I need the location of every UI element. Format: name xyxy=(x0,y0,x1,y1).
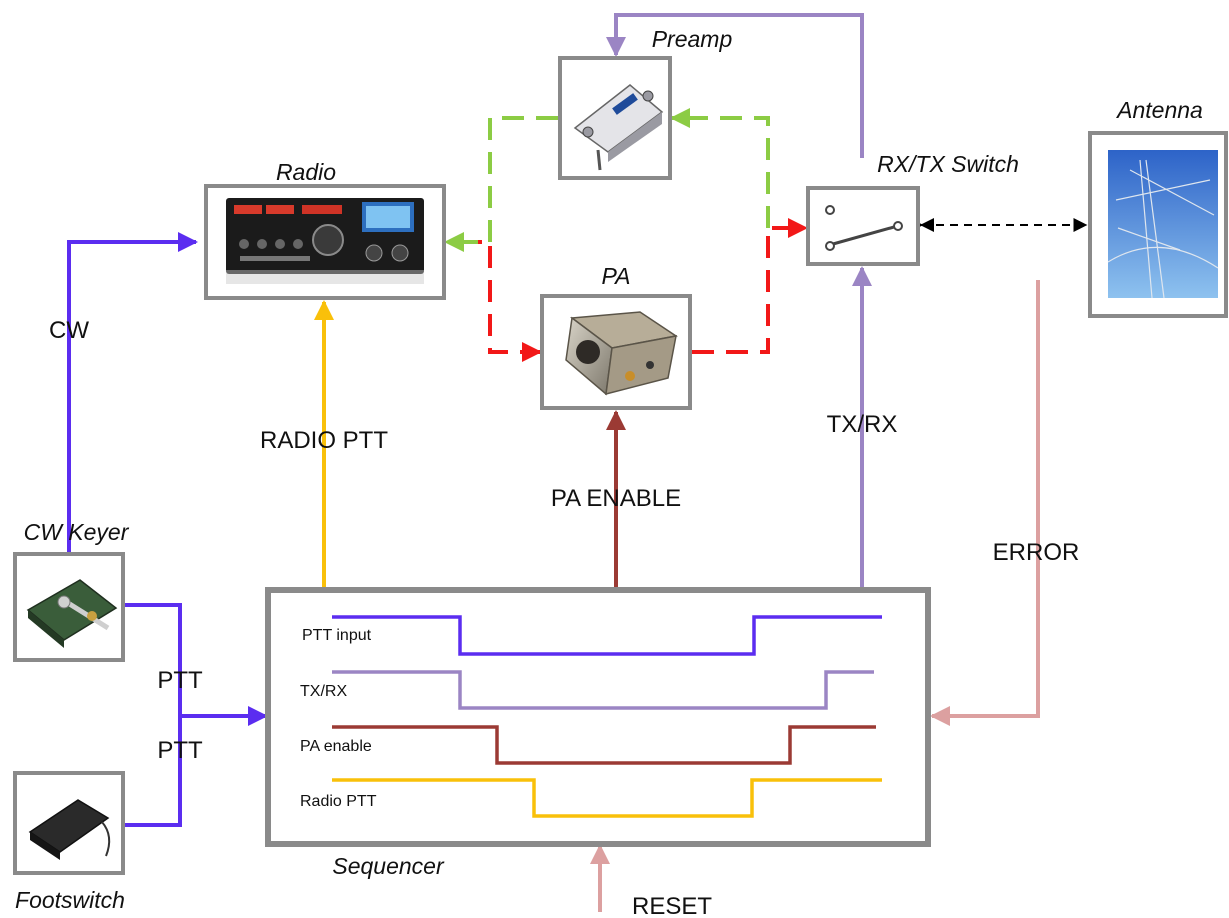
signal-label-cw: CW xyxy=(49,317,89,344)
footswitch-image xyxy=(28,799,111,860)
radio-label: Radio xyxy=(276,159,336,185)
rxtx-switch-block: RX/TX Switch xyxy=(806,151,1019,266)
timing-label-ptt-input: PTT input xyxy=(302,627,372,644)
preamp-control-line xyxy=(606,13,864,158)
signal-label-error: ERROR xyxy=(993,539,1080,566)
signal-label-ptt-footswitch: PTT xyxy=(157,737,203,764)
switch-contact-right xyxy=(893,221,903,231)
signal-label-reset: RESET xyxy=(632,893,712,918)
radio-image xyxy=(226,198,424,284)
timing-trace-tx-rx xyxy=(332,670,874,710)
rf-rx-switch-to-preamp xyxy=(670,108,770,228)
timing-trace-radio-ptt xyxy=(332,778,882,818)
switch-blade xyxy=(832,225,895,246)
signal-label-ptt-keyer: PTT xyxy=(157,667,203,694)
pa-block: PA xyxy=(540,263,692,410)
timing-trace-pa-enable xyxy=(332,725,876,765)
antenna-tower xyxy=(1107,159,1219,299)
switch-pivot xyxy=(825,241,835,251)
timing-label-tx-rx: TX/RX xyxy=(300,683,347,700)
cw-keyer-label: CW Keyer xyxy=(24,519,130,545)
signal-label-radio-ptt: RADIO PTT xyxy=(260,427,388,454)
switch-contact-left xyxy=(825,205,835,215)
antenna-link-left-arrowhead xyxy=(920,218,934,232)
rf-tx-radio-to-pa xyxy=(460,240,542,362)
footswitch-label: Footswitch xyxy=(15,887,125,913)
antenna-label: Antenna xyxy=(1115,97,1203,123)
ptt-keyer-line xyxy=(125,603,182,827)
cw-keyer-block: CW Keyer xyxy=(13,519,130,662)
rf-rx-preamp-to-radio xyxy=(444,116,558,252)
footswitch-block: Footswitch xyxy=(13,771,125,913)
pa-image xyxy=(565,311,678,396)
preamp-block: Preamp xyxy=(558,26,733,180)
timing-trace-ptt-input xyxy=(332,615,882,656)
antenna-image xyxy=(1108,150,1218,298)
cw-line xyxy=(67,232,198,555)
pa-label: PA xyxy=(602,263,631,289)
signal-label-pa-enable: PA ENABLE xyxy=(551,485,681,512)
rxtx-switch-label: RX/TX Switch xyxy=(877,151,1019,177)
sequencer-label: Sequencer xyxy=(332,853,445,879)
timing-label-pa-enable: PA enable xyxy=(300,738,372,755)
sequencer-block: Sequencer PTT input TX/RX PA enable Radi… xyxy=(265,587,931,879)
error-line xyxy=(930,280,1040,726)
preamp-image xyxy=(573,84,664,171)
cw-keyer-image xyxy=(26,579,118,648)
timing-label-radio-ptt: Radio PTT xyxy=(300,793,377,810)
rf-tx-pa-to-switch xyxy=(692,218,808,354)
preamp-label: Preamp xyxy=(652,26,733,52)
signal-label-tx-rx: TX/RX xyxy=(827,411,898,438)
antenna-block: Antenna xyxy=(1088,97,1228,318)
radio-block: Radio xyxy=(204,159,446,300)
